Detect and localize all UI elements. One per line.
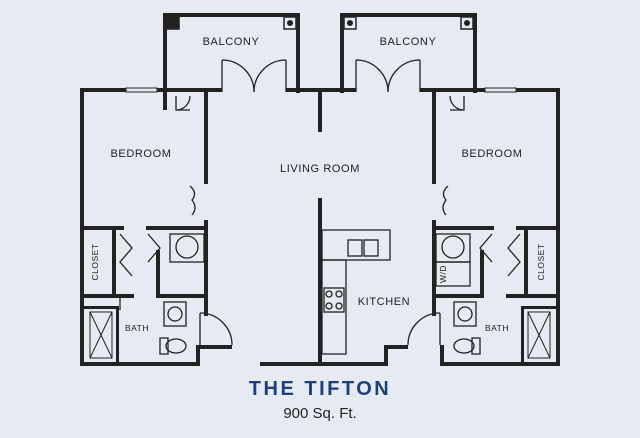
bath-left-label: BATH [125,323,149,333]
balcony-right-door [355,59,421,93]
balcony-right-label: BALCONY [380,36,437,48]
bedroom-left-label: BEDROOM [110,148,171,160]
interior-walls [84,88,556,362]
closet-right-label: CLOSET [536,243,546,280]
living-room-label: LIVING ROOM [280,163,360,175]
left-bath-fixtures [89,233,205,359]
closet-left-label: CLOSET [90,243,100,280]
kitchen-label: KITCHEN [358,296,410,308]
washer-dryer-label: W/D [438,265,448,283]
balcony-left-label: BALCONY [203,36,260,48]
closet-doors [119,233,521,310]
balcony-right-walls [340,13,477,93]
kitchen-fixtures [321,229,391,355]
plan-name: THE TIFTON [248,378,392,400]
bedroom-right-label: BEDROOM [461,148,522,160]
balcony-left-walls [163,13,300,93]
floor-plan: BALCONY BALCONY BEDROOM BEDROOM LIVING R… [80,13,560,366]
right-bath-fixtures [435,233,551,359]
balcony-left-door [221,59,287,93]
bath-right-label: BATH [485,323,509,333]
plan-area: 900 Sq. Ft. [283,405,357,422]
